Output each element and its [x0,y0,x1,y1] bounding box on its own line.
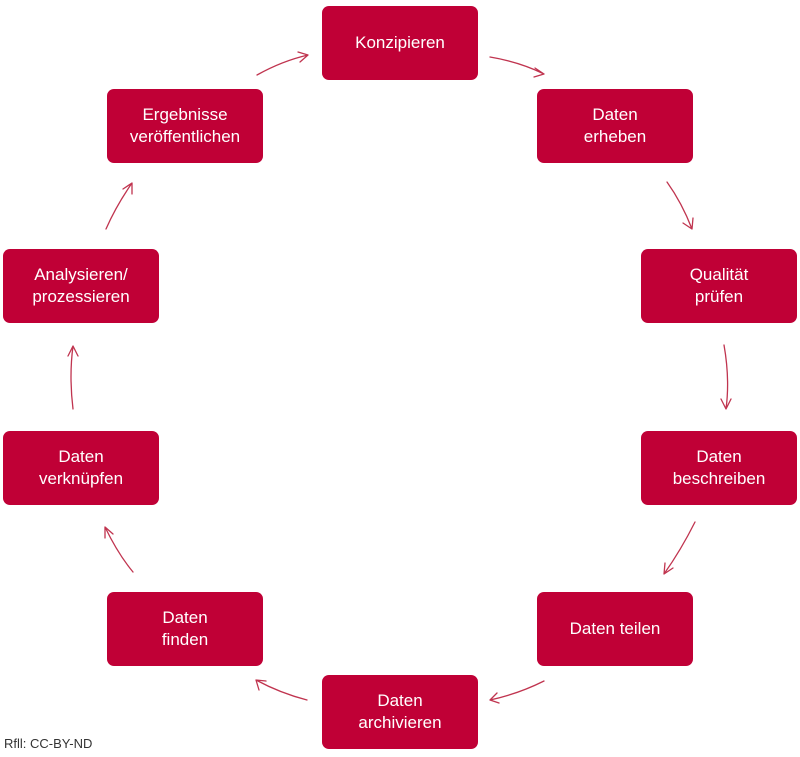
arrow-qualitaet-pruefen-to-daten-beschreiben [720,344,732,410]
node-daten-verknuepfen-line1: Daten [58,447,104,466]
arrow-analysieren-to-ergebnisse [105,182,133,230]
node-qualitaet-pruefen-line1: Qualität [689,265,749,284]
node-daten-erheben: Daten erheben [537,89,693,163]
node-qualitaet-pruefen-line2: prüfen [694,287,744,306]
arrow-daten-teilen-to-daten-archivieren [489,680,545,704]
arrow-daten-verknuepfen-to-analysieren [67,345,79,410]
node-daten-teilen-label: Daten teilen [569,619,661,638]
node-daten-archivieren: Daten archivieren [322,675,478,749]
arrow-konzipieren-to-daten-erheben [489,56,545,78]
node-daten-verknuepfen: Daten verknüpfen [3,431,159,505]
node-daten-erheben-line1: Daten [592,105,638,124]
node-daten-beschreiben: Daten beschreiben [641,431,797,505]
node-konzipieren: Konzipieren [322,6,478,80]
node-daten-finden: Daten finden [107,592,263,666]
node-daten-beschreiben-line1: Daten [696,447,742,466]
node-konzipieren-label: Konzipieren [355,33,445,52]
node-analysieren-line2: prozessieren [32,287,130,306]
node-ergebnisse-line2: veröffentlichen [129,127,241,146]
node-ergebnisse-line1: Ergebnisse [142,105,228,124]
node-analysieren-prozessieren: Analysieren/ prozessieren [3,249,159,323]
node-daten-archivieren-line2: archivieren [358,713,442,732]
arrow-ergebnisse-to-konzipieren [256,51,309,76]
node-ergebnisse-veroeffentlichen: Ergebnisse veröffentlichen [107,89,263,163]
arrow-daten-archivieren-to-daten-finden [255,679,308,701]
node-daten-teilen: Daten teilen [537,592,693,666]
arrow-daten-beschreiben-to-daten-teilen [663,521,696,575]
arrow-daten-finden-to-daten-verknuepfen [104,526,134,573]
node-analysieren-line1: Analysieren/ [34,265,128,284]
license-credit: Rfll: CC-BY-ND [4,736,93,751]
node-daten-erheben-line2: erheben [583,127,647,146]
node-daten-finden-line1: Daten [162,608,208,627]
node-qualitaet-pruefen: Qualität prüfen [641,249,797,323]
node-daten-finden-line2: finden [161,630,209,649]
arrow-daten-erheben-to-qualitaet-pruefen [666,181,694,230]
node-daten-beschreiben-line2: beschreiben [672,469,766,488]
node-daten-archivieren-line1: Daten [377,691,423,710]
node-daten-verknuepfen-line2: verknüpfen [38,469,124,488]
